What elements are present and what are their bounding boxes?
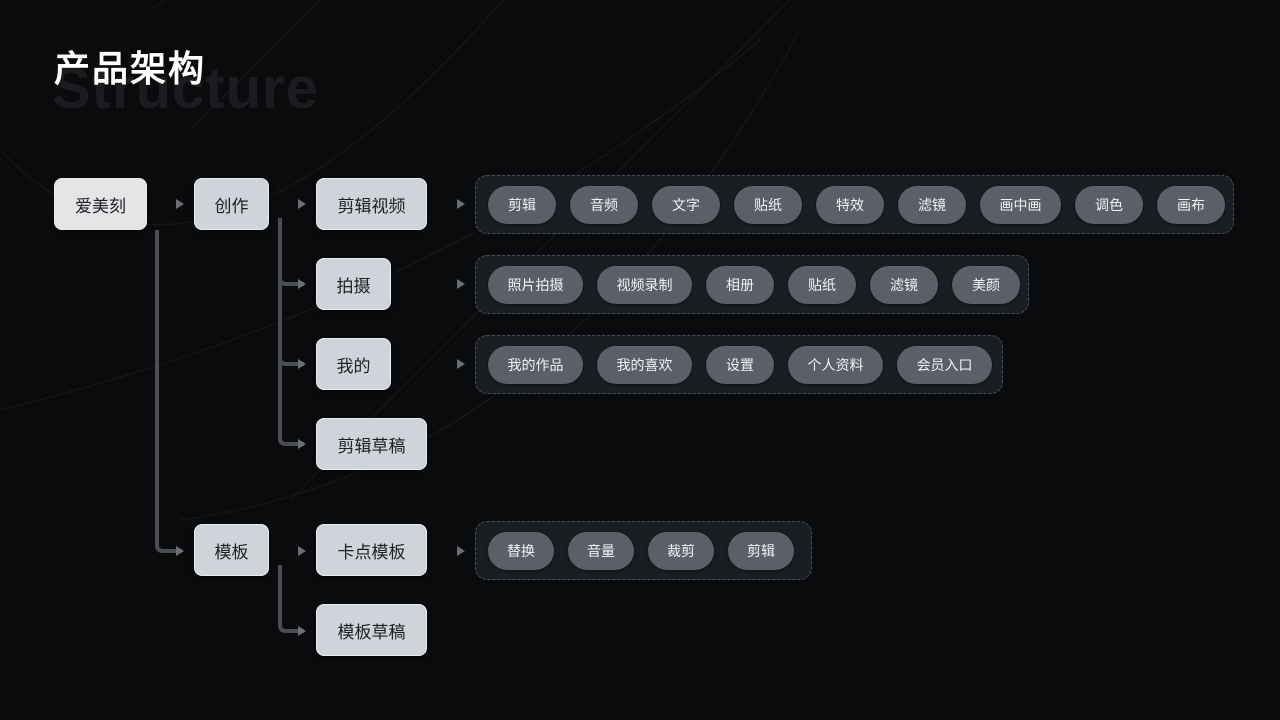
pill-album[interactable]: 相册 xyxy=(706,265,774,304)
node-edit-drafts[interactable]: 剪辑草稿 xyxy=(316,418,427,470)
group-shoot-features: 照片拍摄 视频录制 相册 贴纸 滤镜 美颜 xyxy=(475,255,1029,314)
pill-edit[interactable]: 剪辑 xyxy=(488,185,556,224)
pill-my-works[interactable]: 我的作品 xyxy=(488,345,583,384)
node-label: 拍摄 xyxy=(336,276,371,297)
node-label: 创作 xyxy=(214,196,249,217)
node-template[interactable]: 模板 xyxy=(194,524,269,576)
pill-crop[interactable]: 裁剪 xyxy=(648,531,714,570)
pill-membership[interactable]: 会员入口 xyxy=(897,345,992,384)
pill-sticker[interactable]: 贴纸 xyxy=(734,185,802,224)
pill-text[interactable]: 文字 xyxy=(652,185,720,224)
node-edit-video[interactable]: 剪辑视频 xyxy=(316,178,427,230)
pill-filter[interactable]: 滤镜 xyxy=(898,185,966,224)
node-mine[interactable]: 我的 xyxy=(316,338,391,390)
node-label: 我的 xyxy=(336,356,371,377)
pill-video-record[interactable]: 视频录制 xyxy=(597,265,692,304)
pill-sticker[interactable]: 贴纸 xyxy=(788,265,856,304)
pill-photo[interactable]: 照片拍摄 xyxy=(488,265,583,304)
node-label: 模板草稿 xyxy=(337,622,406,643)
group-edit-video-features: 剪辑 音频 文字 贴纸 特效 滤镜 画中画 调色 画布 xyxy=(475,175,1234,234)
node-root[interactable]: 爱美刻 xyxy=(54,178,147,230)
title-watermark: Structure xyxy=(52,56,319,121)
pill-canvas[interactable]: 画布 xyxy=(1157,185,1225,224)
pill-volume[interactable]: 音量 xyxy=(568,531,634,570)
node-label: 剪辑视频 xyxy=(337,196,406,217)
node-label: 剪辑草稿 xyxy=(337,436,406,457)
group-beat-template-features: 替换 音量 裁剪 剪辑 xyxy=(475,521,812,580)
node-template-drafts[interactable]: 模板草稿 xyxy=(316,604,427,656)
pill-settings[interactable]: 设置 xyxy=(706,345,774,384)
pill-filter[interactable]: 滤镜 xyxy=(870,265,938,304)
pill-my-likes[interactable]: 我的喜欢 xyxy=(597,345,692,384)
node-label: 爱美刻 xyxy=(75,196,126,217)
node-create[interactable]: 创作 xyxy=(194,178,269,230)
node-label: 卡点模板 xyxy=(337,542,406,563)
pill-effects[interactable]: 特效 xyxy=(816,185,884,224)
node-shoot[interactable]: 拍摄 xyxy=(316,258,391,310)
node-beat-template[interactable]: 卡点模板 xyxy=(316,524,427,576)
pill-beauty[interactable]: 美颜 xyxy=(952,265,1020,304)
pill-pip[interactable]: 画中画 xyxy=(980,185,1061,224)
pill-color-grade[interactable]: 调色 xyxy=(1075,185,1143,224)
page-title: 产品架构 xyxy=(54,49,207,90)
pill-edit[interactable]: 剪辑 xyxy=(728,531,794,570)
pill-replace[interactable]: 替换 xyxy=(488,531,554,570)
pill-profile[interactable]: 个人资料 xyxy=(788,345,883,384)
group-mine-features: 我的作品 我的喜欢 设置 个人资料 会员入口 xyxy=(475,335,1003,394)
pill-audio[interactable]: 音频 xyxy=(570,185,638,224)
node-label: 模板 xyxy=(214,542,249,563)
